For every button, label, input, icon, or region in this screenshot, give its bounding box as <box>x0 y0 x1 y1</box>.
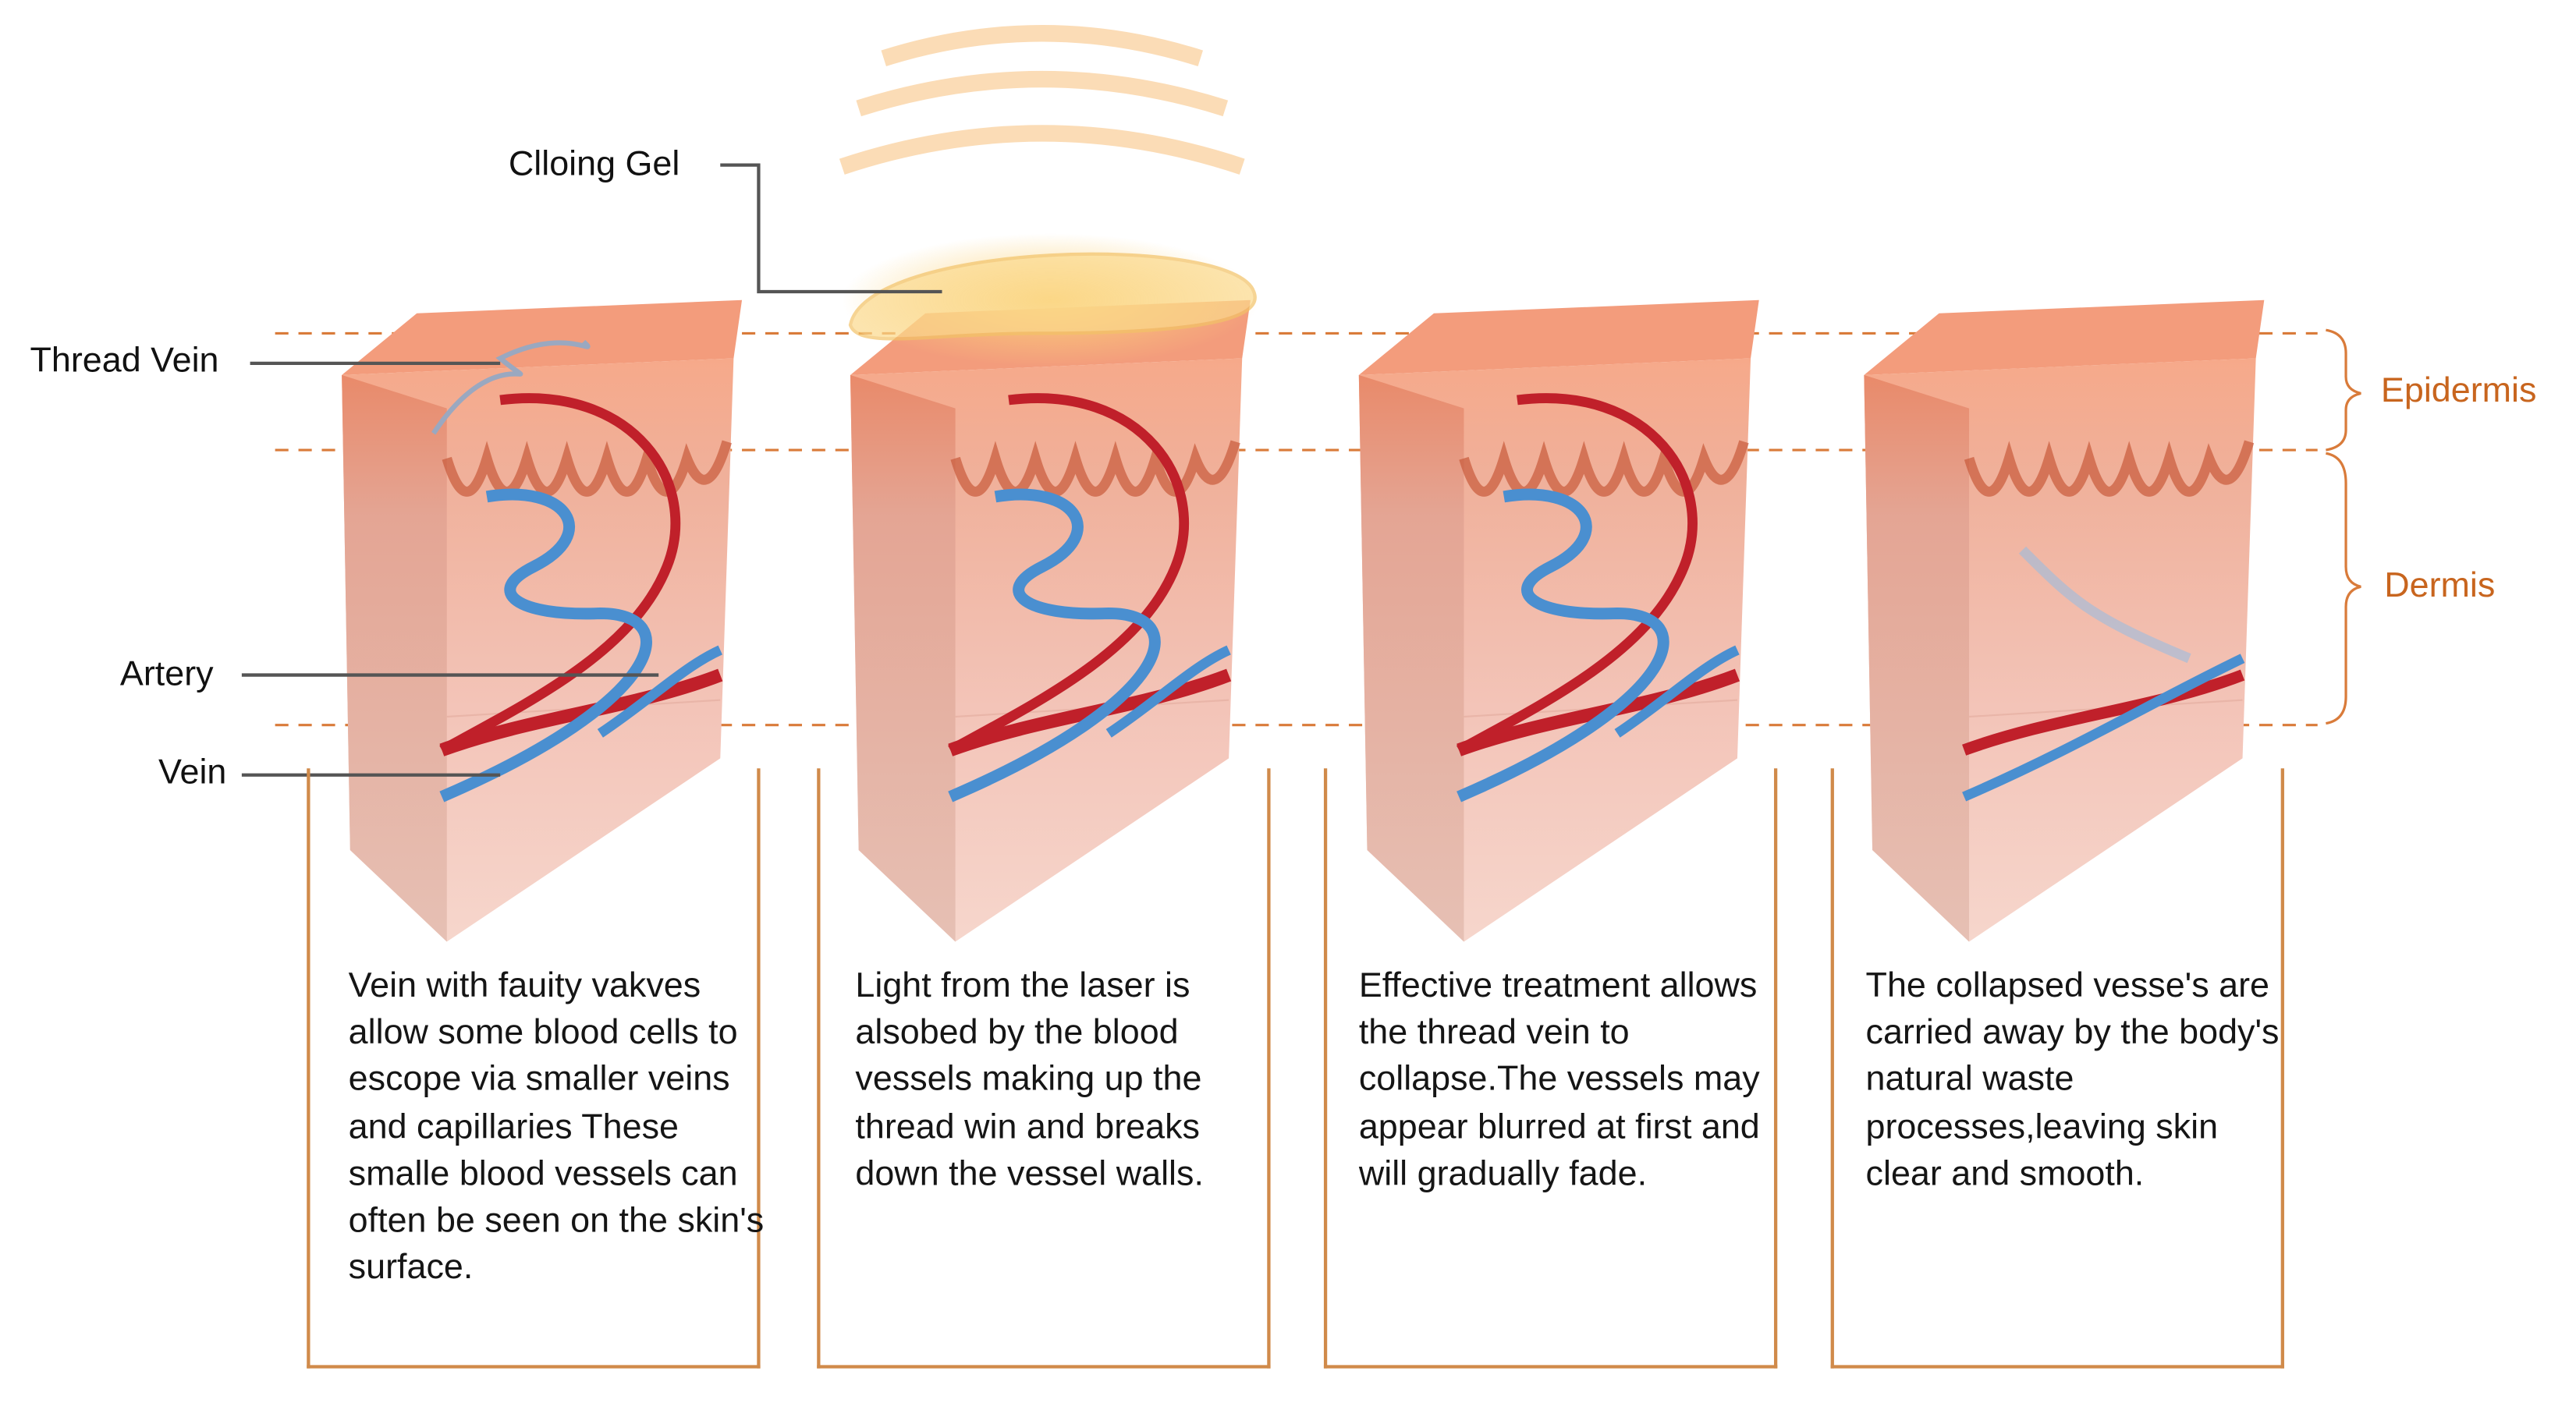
label-artery: Artery <box>119 654 214 694</box>
layer-braces <box>2326 328 2361 725</box>
skin-block-4 <box>1864 300 2264 942</box>
cooling-gel <box>842 233 1259 367</box>
step-box-3 <box>1323 768 1778 1369</box>
step-3-text: Effective treatment allows the thread ve… <box>1358 966 1760 1193</box>
step-2-text: Light from the laser is alsobed by the b… <box>855 966 1204 1193</box>
step-1-text: Vein with fauity vakves allow some blood… <box>348 966 765 1288</box>
step-box-1 <box>307 768 761 1369</box>
label-dermis: Dermis <box>2384 566 2496 605</box>
label-epidermis: Epidermis <box>2380 371 2537 410</box>
step-box-2 <box>817 768 1271 1369</box>
label-thread-vein: Thread Vein <box>30 342 219 381</box>
laser-waves <box>839 25 1245 175</box>
label-cooling-gel: Clloing Gel <box>508 144 680 184</box>
step-4-text: The collapsed vesse's are carried away b… <box>1865 966 2280 1193</box>
skin-block-1 <box>342 300 742 942</box>
leader-lines <box>241 163 942 777</box>
step-box-4 <box>1830 768 2284 1369</box>
label-vein: Vein <box>158 753 227 792</box>
